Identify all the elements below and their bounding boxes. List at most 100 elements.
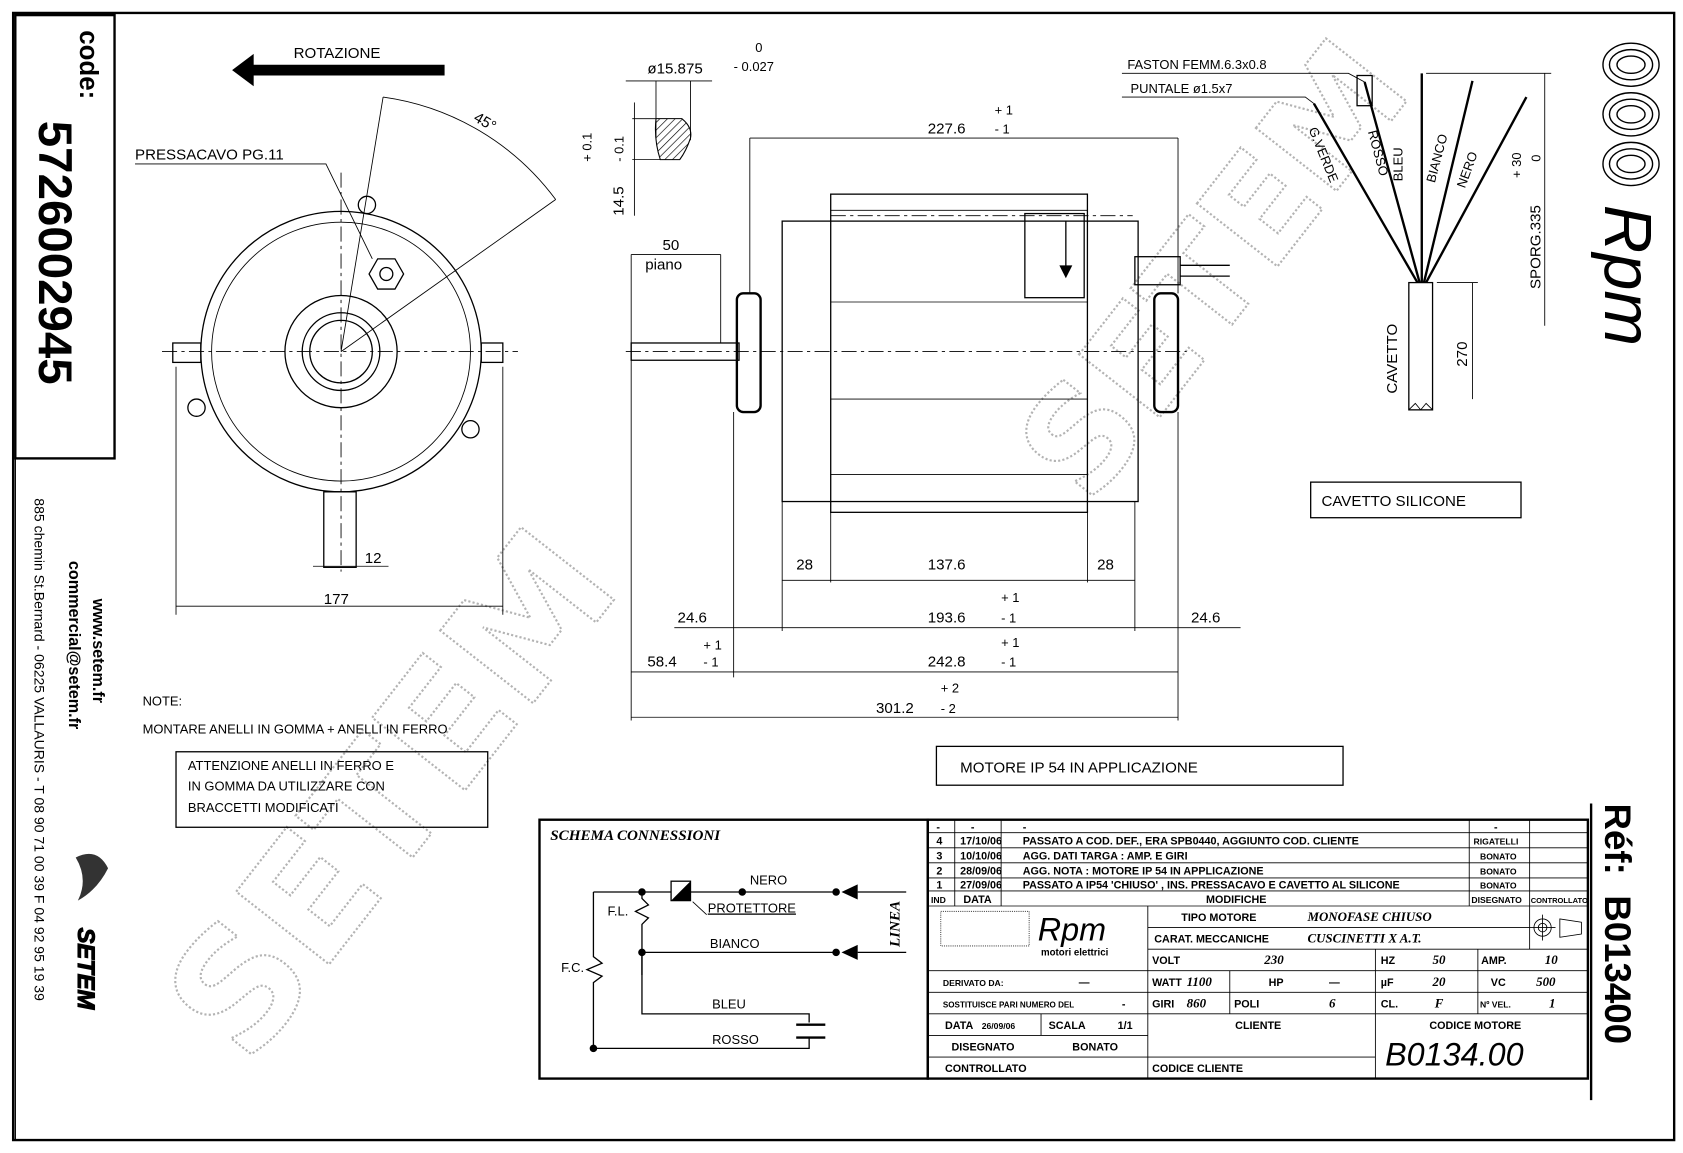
contact-info: www.setem.fr commercial@setem.fr 885 che… xyxy=(32,498,109,1011)
drawing-label: 227.6 xyxy=(928,121,966,138)
drawing-label: CODICE MOTORE xyxy=(1429,1020,1521,1032)
drawing-label: IN GOMMA DA UTILIZZARE CON xyxy=(188,779,385,794)
drawing-label: - 1 xyxy=(1001,655,1016,670)
drawing-label: + 0.1 xyxy=(579,133,594,162)
drawing-label: - 1 xyxy=(1001,610,1016,625)
drawing-label: motori elettrici xyxy=(1041,948,1108,959)
email: commercial@setem.fr xyxy=(65,561,83,730)
drawing-label: BONATO xyxy=(1480,881,1517,891)
drawing-label: NERO xyxy=(750,872,787,887)
drawing-label: LINEA xyxy=(888,901,904,948)
drawing-label: BIANCO xyxy=(710,936,760,951)
drawing-label: 1 xyxy=(1549,995,1555,1010)
drawing-label: ø15.875 xyxy=(647,60,702,77)
drawing-label: FASTON FEMM.6.3x0.8 xyxy=(1127,57,1266,72)
drawing-label: 860 xyxy=(1187,995,1207,1010)
drawing-label: 270 xyxy=(1454,342,1471,367)
drawing-label: - xyxy=(1023,822,1027,834)
drawing-label: BLEU xyxy=(712,996,746,1011)
projection-symbol-icon xyxy=(1529,914,1582,941)
drawing-label: NOTE: xyxy=(143,693,183,708)
drawing-label: GIRI xyxy=(1152,998,1174,1010)
drawing-label: HP xyxy=(1269,977,1284,989)
watermark: SETEM xyxy=(131,496,654,1092)
drawing-label: 26/09/06 xyxy=(982,1021,1016,1031)
drawing-label: CLIENTE xyxy=(1235,1020,1281,1032)
drawing-label: BRACCETTI MODIFICATI xyxy=(188,800,339,815)
drawing-label: 1 xyxy=(936,880,942,892)
drawing-label: BONATO xyxy=(1480,852,1517,862)
drawing-label: - 1 xyxy=(995,122,1010,137)
drawing-label: ROSSO xyxy=(712,1032,759,1047)
drawing-label: — xyxy=(1079,977,1090,989)
drawing-label: DISEGNATO xyxy=(1471,895,1522,905)
drawing-label: 28/09/06 xyxy=(960,866,1002,878)
drawing-label: 17/10/06 xyxy=(960,836,1002,848)
code-value: 5726002945 xyxy=(28,121,81,385)
drawing-label: BONATO xyxy=(1480,867,1517,877)
drawing-label: F.L. xyxy=(607,904,628,919)
drawing-label: 177 xyxy=(324,591,349,608)
drawing-label: PUNTALE ø1.5x7 xyxy=(1131,81,1233,96)
rotation-arrow-icon xyxy=(232,53,445,87)
drawing-label: BLEU xyxy=(1390,147,1405,181)
drawing-label: Rpm xyxy=(1038,912,1106,948)
drawing-label: 1100 xyxy=(1187,974,1213,989)
drawing-label: 24.6 xyxy=(1191,609,1220,626)
drawing-label: 500 xyxy=(1536,974,1556,989)
title-block: Rpm motori elettrici TIPO MOTORE MONOFAS… xyxy=(927,906,1588,1079)
side-view: 227.6 + 1 - 1 28 137.6 28 24.6 24.6 193.… xyxy=(625,102,1241,721)
notes: NOTE: MONTARE ANELLI IN GOMMA + ANELLI I… xyxy=(143,693,1344,828)
reference-value: B013400 xyxy=(1597,895,1638,1044)
drawing-label: 58.4 xyxy=(647,654,676,671)
drawing-label: 1/1 xyxy=(1118,1020,1133,1032)
drawing-label: + 1 xyxy=(1001,635,1019,650)
drawing-label: Nº VEL. xyxy=(1480,999,1511,1009)
drawing-label: AGG. NOTA : MOTORE IP 54 IN APPLICAZIONE xyxy=(1023,866,1264,878)
drawing-label: AGG. DATI TARGA : AMP. E GIRI xyxy=(1023,851,1188,863)
drawing-label: 28 xyxy=(1097,556,1114,573)
shaft-section: ø15.875 0 - 0.027 14.5 - 0.1 + 0.1 50 pi… xyxy=(579,40,774,274)
drawing-label: 230 xyxy=(1263,952,1284,967)
drawing-label: F.C. xyxy=(561,960,584,975)
drawing-label: µF xyxy=(1381,977,1394,989)
drawing-label: 10 xyxy=(1545,952,1558,967)
connection-schema: SCHEMA CONNESSIONI NERO PROTETTORE F.L. … xyxy=(538,818,929,1080)
rpm-logo: Rpm xyxy=(1590,42,1665,346)
drawing-label: PASSATO A COD. DEF., ERA SPB0440, AGGIUN… xyxy=(1023,836,1359,848)
drawing-label: - xyxy=(971,822,975,834)
drawing-label: IND xyxy=(931,895,946,905)
drawing-label: 3 xyxy=(936,851,942,863)
rotation-label: ROTAZIONE xyxy=(294,45,381,62)
drawing-label: - 1 xyxy=(703,655,718,670)
drawing-label: 0 xyxy=(1528,155,1543,162)
drawing-label: 4 xyxy=(936,836,942,848)
drawing-label: 10/10/06 xyxy=(960,851,1002,863)
drawing-label: - 2 xyxy=(941,701,956,716)
drawing-label: MONOFASE CHIUSO xyxy=(1306,909,1431,924)
drawing-label: MONTARE ANELLI IN GOMMA + ANELLI IN FERR… xyxy=(143,721,448,736)
drawing-label: 50 xyxy=(662,237,679,254)
motor-code: B0134.00 xyxy=(1385,1037,1524,1073)
drawing-label: 12 xyxy=(365,550,382,567)
drawing-label: SCHEMA CONNESSIONI xyxy=(550,828,721,844)
website: www.setem.fr xyxy=(89,598,107,704)
drawing-label: BONATO xyxy=(1072,1042,1118,1054)
cable-gland-label: PRESSACAVO PG.11 xyxy=(135,147,284,164)
drawing-label: BIANCO xyxy=(1423,132,1450,184)
drawing-label: + 1 xyxy=(995,102,1013,117)
drawing-label: POLI xyxy=(1234,998,1259,1010)
drawing-label: 242.8 xyxy=(928,654,966,671)
drawing-label: 301.2 xyxy=(876,700,914,717)
drawing-label: CARAT. MECCANICHE xyxy=(1154,934,1269,946)
drawing-label: — xyxy=(1329,977,1340,989)
drawing-label: 137.6 xyxy=(928,556,966,573)
drawing-label: 24.6 xyxy=(678,609,707,626)
rpm-small-logo: Rpm motori elettrici xyxy=(940,910,1108,959)
drawing-label: SCALA xyxy=(1049,1020,1086,1032)
drawing-label: Rpm xyxy=(1590,205,1665,346)
drawing-label: + 30 xyxy=(1509,152,1524,178)
setem-logo: SETEM xyxy=(71,853,109,1011)
code-label: code: xyxy=(74,30,102,99)
